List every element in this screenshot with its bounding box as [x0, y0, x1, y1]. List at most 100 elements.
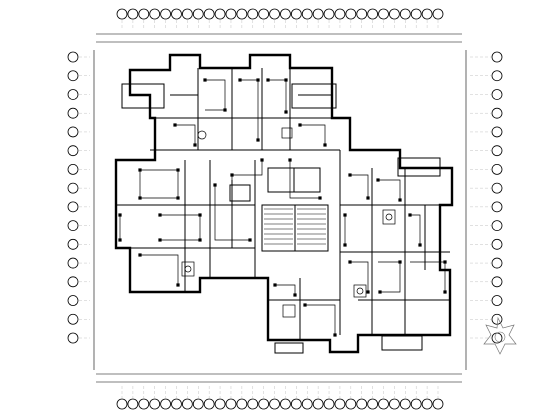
electrical-device	[284, 110, 288, 114]
electrical-device	[343, 213, 347, 217]
axis-bubble	[421, 8, 433, 20]
axis-bubble	[491, 89, 503, 100]
electrical-device	[198, 213, 202, 217]
axis-bubble	[491, 70, 503, 82]
axis-bubble	[181, 398, 193, 410]
sanitary-fixtures	[181, 127, 396, 318]
electrical-device	[193, 143, 197, 147]
axis-bubble	[225, 8, 237, 20]
electrical-device	[260, 158, 264, 162]
axis-bubble	[138, 398, 150, 410]
axis-bubble	[67, 276, 79, 288]
electrical-device	[333, 333, 337, 337]
electrical-device	[138, 196, 142, 200]
axis-bubble	[290, 398, 302, 410]
axis-bubble	[345, 8, 357, 20]
axis-bubble	[203, 8, 215, 20]
balconies	[121, 83, 441, 354]
axis-bubble	[192, 8, 204, 20]
axis-bubble	[67, 257, 79, 269]
electrical-device	[348, 260, 352, 264]
axis-bubble	[127, 8, 139, 20]
axis-bubble	[491, 257, 503, 269]
axis-bubble	[67, 107, 79, 119]
electrical-device	[398, 260, 402, 264]
axis-bubble	[389, 398, 400, 410]
axis-bubble	[410, 8, 422, 20]
axis-bubble	[356, 8, 368, 20]
electrical-device	[418, 243, 422, 247]
axis-bubble	[312, 398, 324, 410]
electrical-devices	[118, 78, 447, 337]
axis-bubbles-top	[116, 8, 444, 20]
electrical-device	[443, 260, 447, 264]
electrical-device	[198, 238, 202, 242]
axis-bubble	[67, 70, 79, 82]
electrical-device	[376, 178, 380, 182]
electrical-device	[158, 213, 162, 217]
electrical-device	[238, 78, 242, 82]
electrical-device	[366, 196, 370, 200]
axis-bubble	[258, 398, 270, 410]
axis-bubble	[149, 8, 161, 20]
axis-bubble	[491, 126, 503, 138]
axis-bubble	[247, 398, 259, 410]
axis-bubble	[247, 8, 259, 20]
axis-bubble	[214, 398, 226, 410]
axis-bubble	[67, 51, 79, 63]
electrical-device	[293, 293, 297, 297]
axis-bubble	[491, 163, 503, 175]
electrical-device	[284, 78, 288, 82]
axis-bubbles-right	[491, 51, 503, 344]
axis-bubble	[378, 8, 389, 20]
electrical-device	[256, 78, 260, 82]
axis-bubbles-left	[67, 51, 79, 344]
axis-bubble	[67, 126, 79, 138]
electrical-device	[323, 143, 327, 147]
electrical-device	[248, 238, 252, 242]
axis-bubble	[67, 182, 79, 194]
electrical-device	[118, 238, 122, 242]
axis-bubble	[149, 398, 161, 410]
axis-bubble	[116, 398, 128, 410]
axis-bubble	[491, 295, 503, 306]
axis-bubble	[367, 8, 379, 20]
axis-bubble	[491, 145, 503, 157]
electrical-device	[118, 213, 122, 217]
electrical-device	[256, 138, 260, 142]
axis-bubble	[301, 398, 313, 410]
axis-bubble	[367, 398, 379, 410]
electrical-wiring	[119, 79, 446, 335]
axis-bubble	[269, 398, 280, 410]
axis-bubble	[160, 8, 171, 20]
electrical-device	[223, 108, 227, 112]
axis-bubble	[334, 398, 346, 410]
axis-bubble	[192, 398, 204, 410]
axis-bubble	[491, 238, 503, 250]
axis-bubble	[421, 398, 433, 410]
axis-bubble	[171, 8, 182, 20]
axis-bubble	[67, 295, 79, 306]
axis-bubble	[280, 8, 291, 20]
interior-partitions	[116, 68, 452, 340]
axis-bubble	[236, 398, 248, 410]
axis-bubble	[491, 182, 503, 194]
north-arrow-icon	[483, 316, 517, 355]
electrical-device	[266, 78, 270, 82]
electrical-device	[408, 213, 412, 217]
electrical-device	[203, 78, 207, 82]
electrical-device	[158, 238, 162, 242]
axis-bubble	[378, 398, 389, 410]
axis-bubble	[67, 313, 79, 325]
axis-bubble	[181, 8, 193, 20]
axis-grid-lines	[79, 20, 491, 398]
axis-bubble	[258, 8, 270, 20]
electrical-device	[318, 196, 322, 200]
electrical-device	[298, 123, 302, 127]
dimension-lines	[93, 33, 467, 383]
electrical-device	[213, 183, 217, 187]
axis-bubble	[399, 8, 411, 20]
axis-bubbles-bottom	[116, 398, 444, 410]
axis-bubble	[67, 238, 79, 250]
